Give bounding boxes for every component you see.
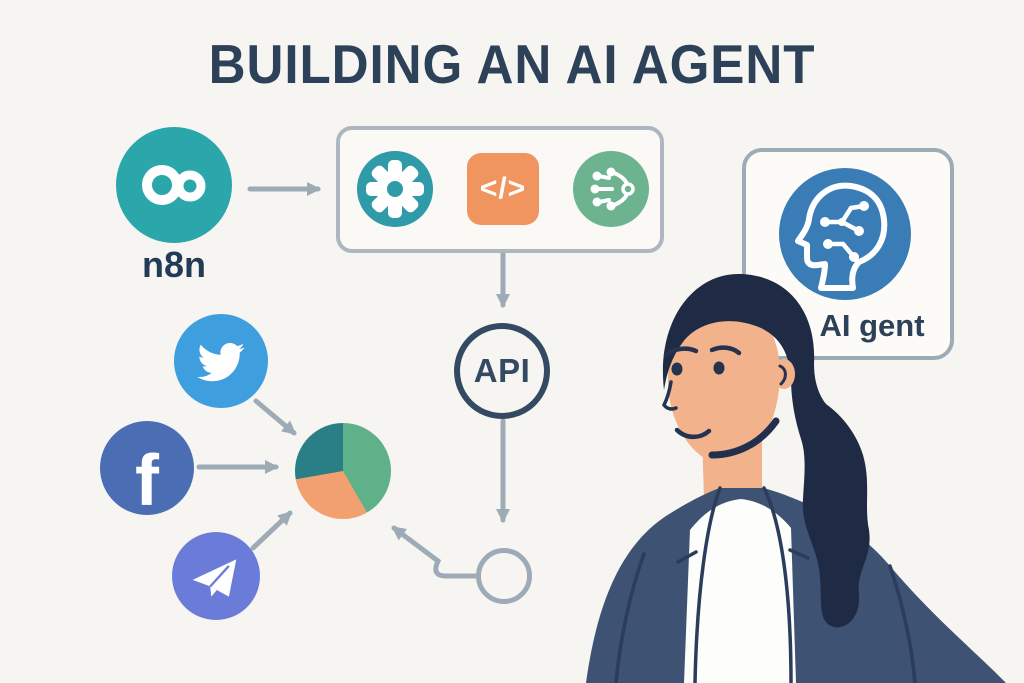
gear-step [357,151,433,227]
infinity-icon [142,165,206,205]
network-icon [590,167,635,211]
blazer [586,488,1006,683]
blazer-lapels [614,486,917,683]
arrow-twitter-to-pie [253,398,297,436]
telegram-node [172,532,260,620]
agent-label: AI gent [819,308,925,343]
woman-illustration [586,274,1006,683]
twitter-node [174,314,268,408]
hair [662,274,870,628]
telegram-plane-icon [192,559,237,597]
loop-circle-node [476,548,532,604]
facebook-f-icon: f [135,441,159,521]
shirt [684,499,796,683]
head-circuit-icon [795,182,888,291]
arrow-telegram-to-pie [250,510,293,551]
twitter-bird-icon [197,343,245,382]
facebook-node: f [100,421,194,521]
code-step: </> [467,153,539,225]
n8n-label: n8n [141,244,206,285]
api-label: API [473,352,531,389]
code-icon: </> [479,172,527,205]
face [667,302,781,465]
page-title: BUILDING AN AI AGENT [208,33,816,95]
arrow-loop-to-pie [391,525,479,579]
pie-chart [295,423,391,519]
face-features [661,345,780,459]
network-step [573,151,649,227]
n8n-node [116,127,232,243]
agent-icon-circle [779,168,911,300]
gear-icon [366,160,424,218]
api-node: API [454,323,550,419]
